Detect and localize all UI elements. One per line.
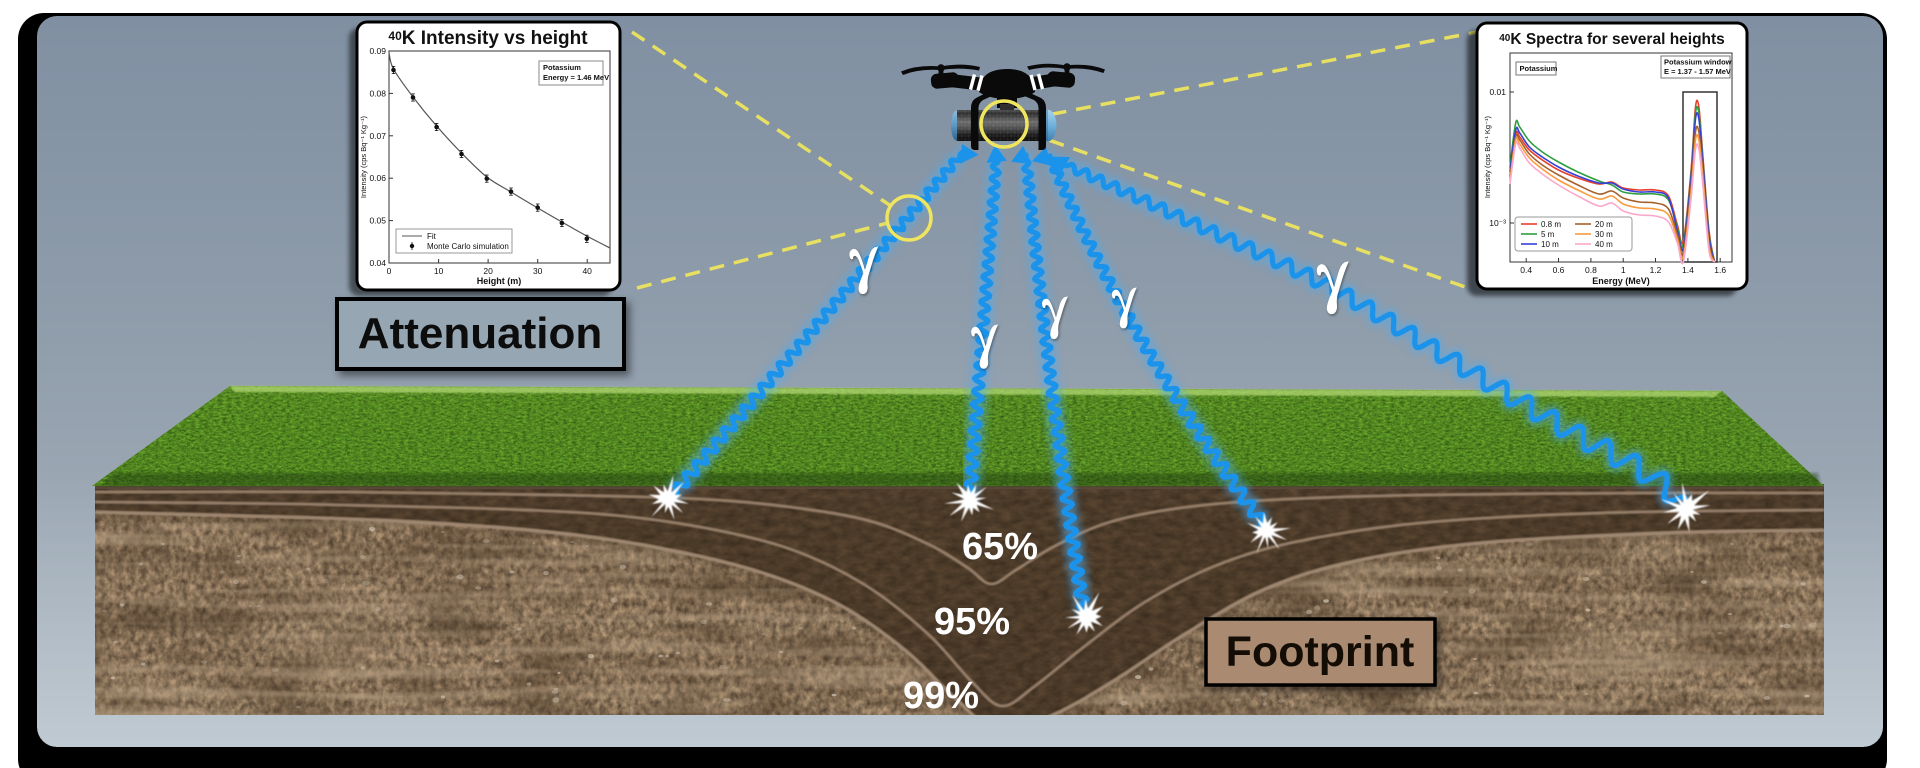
svg-text:Intensity (cps Bq⁻¹ Kg⁻¹): Intensity (cps Bq⁻¹ Kg⁻¹): [1483, 115, 1492, 198]
svg-text:5 m: 5 m: [1541, 230, 1555, 239]
svg-text:30: 30: [533, 266, 543, 276]
svg-text:Height (m): Height (m): [477, 276, 522, 286]
svg-text:0: 0: [387, 266, 392, 276]
svg-text:10⁻³: 10⁻³: [1489, 218, 1506, 228]
svg-text:0.8: 0.8: [1585, 265, 1597, 275]
svg-text:65%: 65%: [962, 526, 1038, 568]
svg-text:1.2: 1.2: [1650, 265, 1662, 275]
svg-text:40: 40: [582, 266, 592, 276]
svg-text:0.07: 0.07: [369, 131, 386, 141]
svg-text:99%: 99%: [903, 675, 979, 717]
svg-text:0.4: 0.4: [1520, 265, 1532, 275]
svg-text:1.4: 1.4: [1682, 265, 1694, 275]
svg-text:95%: 95%: [934, 601, 1010, 643]
svg-text:Monte Carlo simulation: Monte Carlo simulation: [427, 242, 509, 251]
svg-text:40K Spectra for several height: 40K Spectra for several heights: [1499, 31, 1725, 48]
svg-text:20: 20: [483, 266, 493, 276]
svg-text:0.6: 0.6: [1553, 265, 1565, 275]
svg-text:Attenuation: Attenuation: [358, 309, 602, 358]
svg-text:0.8 m: 0.8 m: [1541, 220, 1561, 229]
svg-text:Intensity (cps Bq⁻¹ Kg⁻¹): Intensity (cps Bq⁻¹ Kg⁻¹): [359, 115, 368, 198]
svg-text:Potassium: Potassium: [1520, 64, 1558, 73]
svg-text:0.08: 0.08: [369, 88, 386, 98]
svg-text:Footprint: Footprint: [1226, 628, 1415, 676]
svg-text:E = 1.37 - 1.57 MeV: E = 1.37 - 1.57 MeV: [1664, 67, 1731, 76]
svg-text:Potassium window: Potassium window: [1664, 58, 1732, 67]
svg-text:Energy = 1.46 MeV: Energy = 1.46 MeV: [543, 73, 609, 82]
svg-text:1.6: 1.6: [1714, 265, 1726, 275]
svg-text:20 m: 20 m: [1595, 220, 1613, 229]
svg-text:0.06: 0.06: [369, 173, 386, 183]
svg-text:10: 10: [434, 266, 444, 276]
svg-text:Fit: Fit: [427, 232, 437, 241]
svg-text:0.01: 0.01: [1489, 87, 1506, 97]
svg-text:40 m: 40 m: [1595, 240, 1613, 249]
svg-text:0.09: 0.09: [369, 46, 386, 56]
svg-text:Potassium: Potassium: [543, 63, 581, 72]
svg-text:1: 1: [1621, 265, 1626, 275]
svg-text:0.05: 0.05: [369, 216, 386, 226]
svg-text:10 m: 10 m: [1541, 240, 1559, 249]
svg-text:30 m: 30 m: [1595, 230, 1613, 239]
svg-text:0.04: 0.04: [369, 258, 386, 268]
svg-text:Energy (MeV): Energy (MeV): [1592, 276, 1650, 286]
svg-text:40K Intensity vs height: 40K Intensity vs height: [388, 28, 588, 49]
